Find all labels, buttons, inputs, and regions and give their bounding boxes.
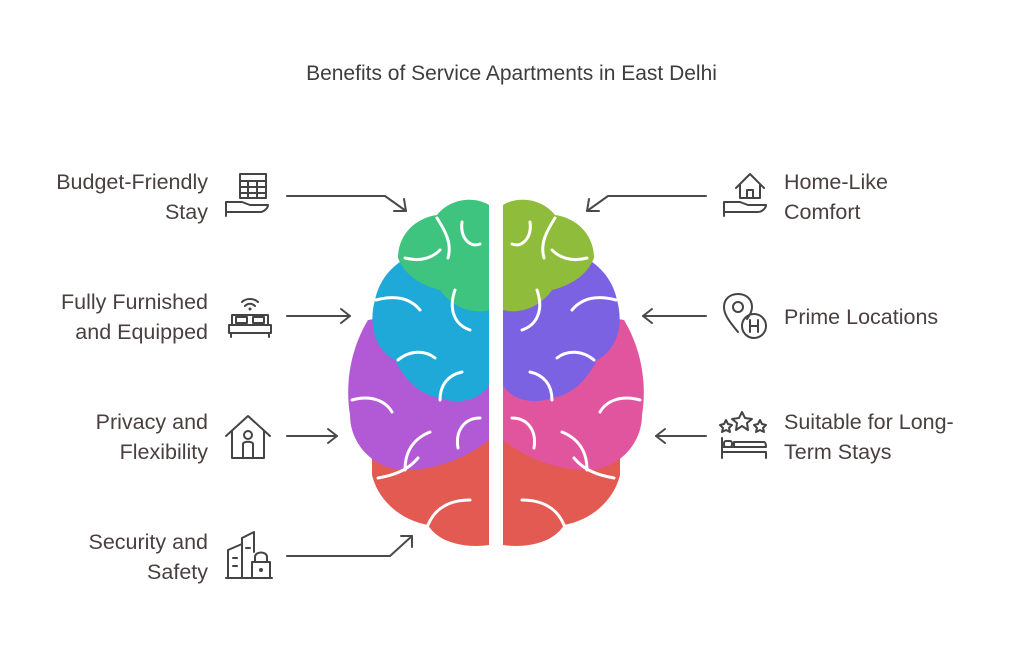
furnished-bed-icon xyxy=(228,298,272,338)
brain-segment-olive xyxy=(503,199,594,312)
label-long-term: Suitable for Long-Term Stays xyxy=(784,410,954,464)
home-comfort-icon xyxy=(723,173,767,217)
arrow-locations xyxy=(642,308,707,324)
arrow-privacy xyxy=(286,428,338,444)
arrow-furnished xyxy=(286,308,351,324)
diagram-title: Benefits of Service Apartments in East D… xyxy=(306,62,717,85)
long-stay-bed-icon xyxy=(719,411,767,459)
arrow-budget xyxy=(286,195,407,212)
arrow-long-term xyxy=(655,428,707,444)
arrow-security xyxy=(286,535,413,557)
brain-right-hemisphere xyxy=(503,199,644,546)
brain-left-hemisphere xyxy=(348,199,489,546)
label-prime-locations: Prime Locations xyxy=(784,305,939,329)
arrow-home xyxy=(586,195,707,212)
brain-segment-green xyxy=(398,199,489,312)
secure-building-icon xyxy=(225,531,273,579)
private-house-icon xyxy=(225,415,271,459)
location-pin-icon xyxy=(723,293,767,339)
budget-icon xyxy=(225,173,269,217)
